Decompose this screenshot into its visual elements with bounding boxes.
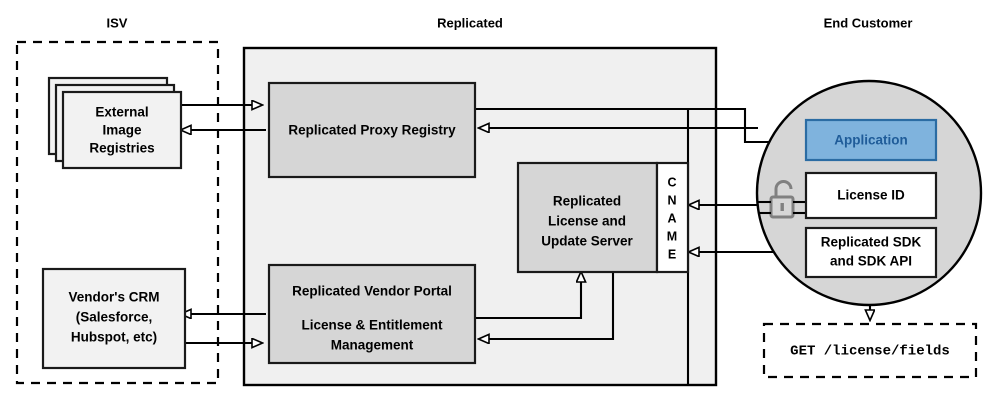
vendor-portal-line-3: Management: [331, 338, 414, 353]
cname-letter-5: E: [668, 247, 676, 261]
zone-title-replicated: Replicated: [437, 15, 503, 30]
license-server-line-1: Replicated: [553, 194, 621, 209]
unlocked-padlock-icon: [758, 180, 806, 219]
vendor-crm-line-2: (Salesforce,: [76, 310, 153, 325]
get-license-fields-box[interactable]: GET /license/fields: [762, 322, 978, 379]
cname-letter-3: A: [667, 211, 676, 225]
replicated-sdk-line-2: and SDK API: [830, 254, 912, 269]
connector-portal-to-license-server: [475, 272, 581, 320]
cname-letter-1: C: [667, 175, 676, 189]
vendor-crm[interactable]: Vendor's CRM (Salesforce, Hubspot, etc): [41, 267, 187, 370]
license-server-line-2: License and: [548, 214, 626, 229]
isv-zone-boundary: [15, 40, 220, 385]
external-image-registries-line-1: External: [95, 105, 148, 120]
license-id-label: License ID: [837, 188, 905, 203]
replicated-license-update-server[interactable]: Replicated License and Update Server: [516, 161, 659, 274]
replicated-proxy-registry[interactable]: Replicated Proxy Registry: [267, 81, 477, 179]
zone-title-end-customer: End Customer: [824, 15, 913, 30]
external-image-registries-line-2: Image: [102, 123, 142, 138]
cname-letter-4: M: [667, 229, 677, 243]
vendor-crm-line-1: Vendor's CRM: [69, 290, 160, 305]
vendor-crm-line-3: Hubspot, etc): [71, 330, 157, 345]
external-image-registries[interactable]: External Image Registries: [47, 76, 183, 170]
application-label: Application: [834, 133, 908, 148]
application-node[interactable]: Application: [804, 118, 938, 162]
vendor-portal-line-1: Replicated Vendor Portal: [292, 284, 452, 299]
zone-title-isv: ISV: [107, 15, 128, 30]
license-server-line-3: Update Server: [541, 234, 633, 249]
cname-letter-2: N: [667, 193, 676, 207]
get-license-fields-label: GET /license/fields: [790, 344, 950, 360]
vendor-portal-line-2: License & Entitlement: [301, 318, 443, 333]
external-image-registries-line-3: Registries: [89, 141, 154, 156]
cname-endpoint[interactable]: C N A M E: [655, 161, 690, 274]
replicated-sdk-line-1: Replicated SDK: [821, 235, 922, 250]
connector-license-server-to-portal: [479, 270, 615, 339]
replicated-proxy-registry-label: Replicated Proxy Registry: [288, 123, 456, 138]
replicated-vendor-portal[interactable]: Replicated Vendor Portal License & Entit…: [267, 263, 477, 365]
replicated-sdk-node[interactable]: Replicated SDK and SDK API: [804, 226, 938, 279]
license-id-node[interactable]: License ID: [804, 171, 938, 220]
